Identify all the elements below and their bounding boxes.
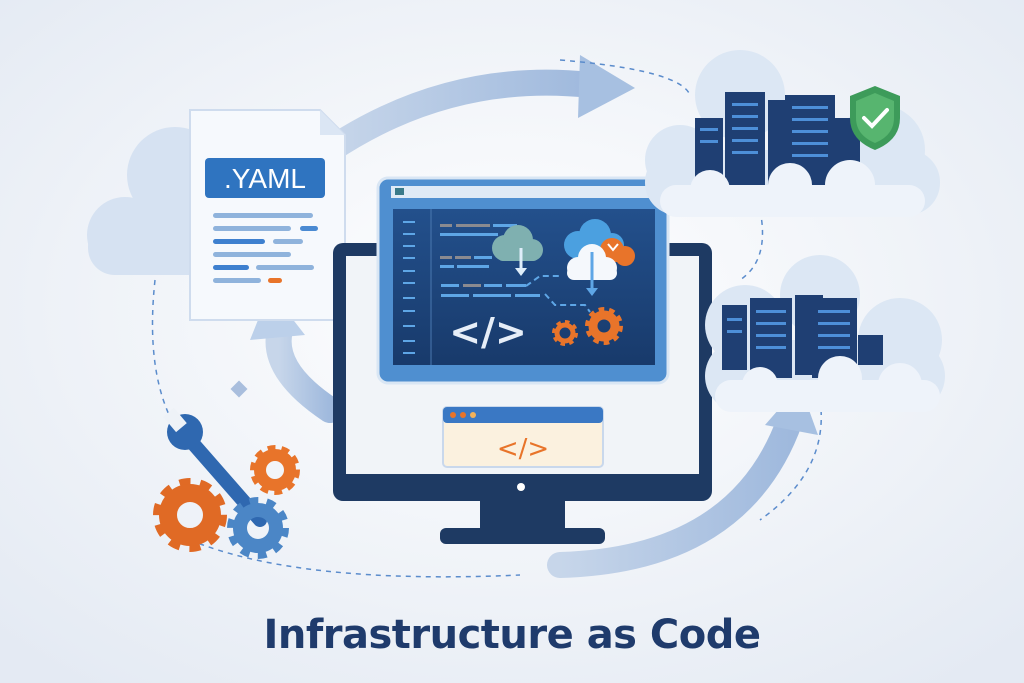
yaml-label-box <box>205 158 325 198</box>
arrow-top-head <box>578 55 635 118</box>
gear-icon-small-orange <box>250 445 300 495</box>
arrow-top <box>317 69 603 163</box>
small-code-icon: </> <box>497 434 549 464</box>
yaml-file-icon <box>189 109 346 321</box>
gear-icon-large-orange <box>153 478 227 552</box>
cloud-upload-icon <box>492 225 543 276</box>
dashed-connectors <box>151 59 822 578</box>
flow-arrows <box>250 55 818 578</box>
code-icon: </> <box>449 310 527 354</box>
cloud-sync-icon <box>564 219 635 296</box>
code-screen <box>376 176 670 385</box>
gear-icon-blue <box>227 497 289 559</box>
shield-check-icon <box>850 86 900 150</box>
page-title: Infrastructure as Code <box>263 612 761 658</box>
cloud-server-icon-2 <box>705 255 945 412</box>
small-code-window <box>442 406 604 468</box>
gear-icon <box>552 307 623 346</box>
arrow-bottom <box>547 407 803 578</box>
arrow-left <box>265 317 343 423</box>
yaml-label: .YAML <box>224 163 306 194</box>
diamond-marker <box>230 380 248 398</box>
